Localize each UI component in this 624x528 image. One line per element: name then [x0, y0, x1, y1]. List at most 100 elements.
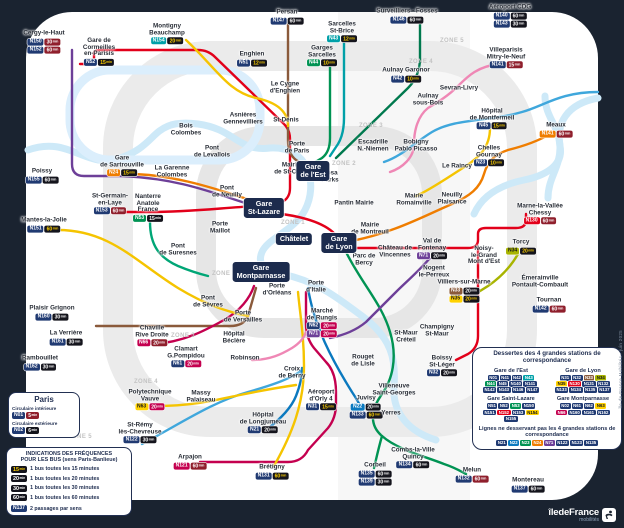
line-badge: N63	[135, 403, 149, 411]
line-badge: N150	[522, 403, 536, 410]
frequency-badge: 15min	[147, 215, 163, 223]
legend-freq-row-text: 1 bus toutes les 15 minutes	[30, 466, 100, 473]
station-name: Robinson	[230, 354, 260, 362]
line-yellow-mantes	[56, 228, 250, 318]
line-badge: N43	[523, 374, 535, 381]
frequency-badge: 20min	[520, 247, 536, 255]
line-purple-fontenay	[328, 256, 432, 340]
station-name: Sevran-Livry	[439, 84, 479, 92]
line-badge: N71	[307, 330, 321, 338]
legend-dessertes-group-name: Gare Montparnasse	[556, 396, 610, 403]
line-yellow-montigny	[184, 38, 290, 128]
frequency-badge: 60min	[540, 217, 557, 225]
frequency-badge: 60min	[472, 475, 489, 483]
line-yellow-montfermeil	[414, 126, 492, 198]
line-badge: N146	[511, 387, 525, 394]
station-name: Mantes-la-Jolie	[21, 216, 67, 224]
line-badge: N24	[107, 169, 121, 177]
line-badge: N42	[391, 75, 405, 83]
line-badge: N121	[173, 462, 190, 470]
station-name: Torcy	[512, 238, 530, 246]
line-red-east	[342, 212, 528, 250]
line-badge: N137	[511, 485, 528, 493]
station-name: Brétigny	[259, 463, 285, 471]
station-name: Melun	[462, 466, 482, 474]
frequency-badge: 60min	[413, 461, 430, 469]
line-badge: N150	[27, 38, 44, 46]
line-badge: N152	[27, 46, 44, 54]
line-badge: N134	[396, 461, 413, 469]
zone-label: ZONE 3	[170, 333, 196, 339]
station-label: Robinson	[230, 354, 260, 363]
zone-label: ZONE 2	[211, 271, 237, 277]
line-badge: N139	[358, 478, 375, 486]
legend-freq-note-text: 2 passages par sens	[29, 505, 82, 512]
zone-ring-outer	[103, 41, 537, 437]
frequency-badge: 60min	[42, 176, 59, 184]
line-badge: N02	[559, 403, 571, 410]
line-teal-stbrice	[328, 36, 346, 158]
copyright-note: Île-de-France Mobilités - juin 2025	[618, 330, 623, 409]
frequency-badge: 60min	[190, 462, 207, 470]
line-badge: N31	[306, 403, 320, 411]
frequency-badge: 60min	[510, 12, 527, 20]
station-name: Arpajon	[178, 453, 202, 461]
frequency-badge: 15min	[320, 403, 336, 411]
line-green-fosses	[334, 20, 422, 160]
frequency-badge: 30min	[11, 484, 28, 492]
frequency-badge: 60min	[375, 470, 392, 478]
line-crimson-chaville	[152, 284, 256, 346]
frequency-badge: 60min	[44, 225, 61, 233]
frequency-badge: 60min	[110, 207, 127, 215]
line-badge: N122	[123, 436, 140, 444]
idf-brand-text: îledeFrance mobilités	[548, 507, 599, 524]
line-badge: N131	[255, 472, 272, 480]
legend-freq-row-text: 1 bus toutes les 20 minutes	[30, 475, 100, 482]
station-name: Villiers-sur-Marne	[437, 278, 491, 286]
